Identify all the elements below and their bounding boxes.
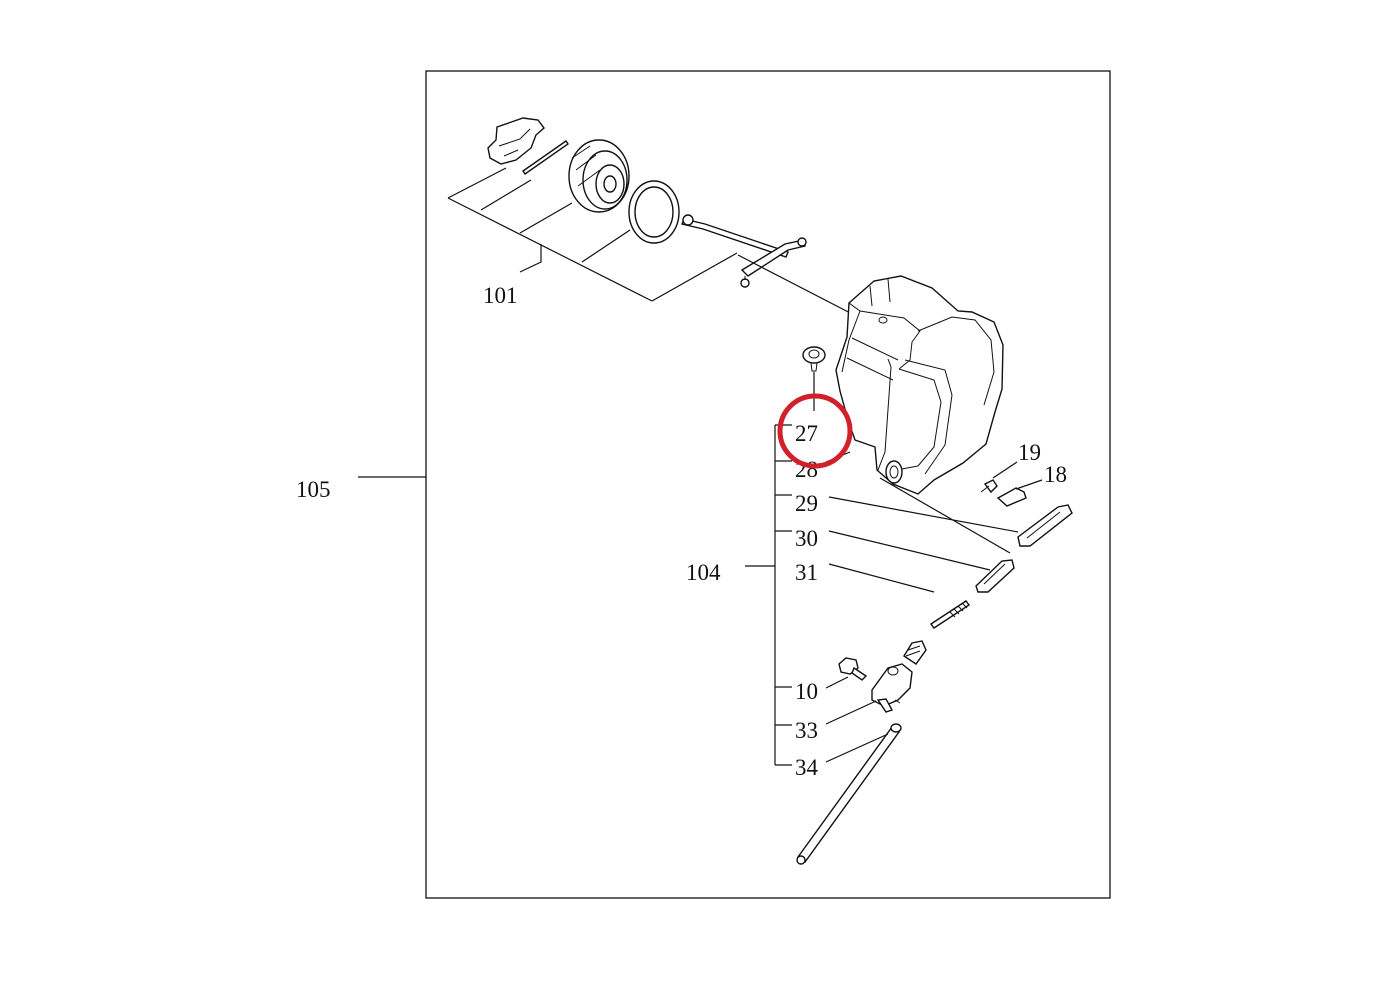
label-30: 30 <box>795 526 818 551</box>
label-101: 101 <box>483 283 518 308</box>
label-34: 34 <box>795 755 819 780</box>
part-29-lever <box>1017 504 1073 547</box>
label-27: 27 <box>795 421 818 446</box>
assembly-101-parts <box>487 117 807 288</box>
label-19: 19 <box>1018 440 1041 465</box>
label-104: 104 <box>686 560 721 585</box>
assembly-frame <box>425 70 1111 899</box>
label-10: 10 <box>795 679 818 704</box>
label-18: 18 <box>1044 462 1067 487</box>
gearbox-housing <box>835 275 1004 495</box>
label-33: 33 <box>795 718 818 743</box>
label-105: 105 <box>296 477 331 502</box>
label-31: 31 <box>795 560 818 585</box>
callout-labels: 101 105 104 27 28 29 30 31 10 33 34 19 1… <box>296 283 1067 780</box>
part-27-screw <box>802 346 826 411</box>
label-29: 29 <box>795 491 818 516</box>
callout-leaders <box>358 424 1019 766</box>
part-10-33-valve <box>838 640 927 713</box>
highlight-circle <box>777 393 853 469</box>
part-30-31 <box>879 477 1015 629</box>
part-34-tube <box>796 723 902 865</box>
assembly-101-leaders <box>447 167 859 318</box>
part-19-18 <box>980 461 1043 507</box>
